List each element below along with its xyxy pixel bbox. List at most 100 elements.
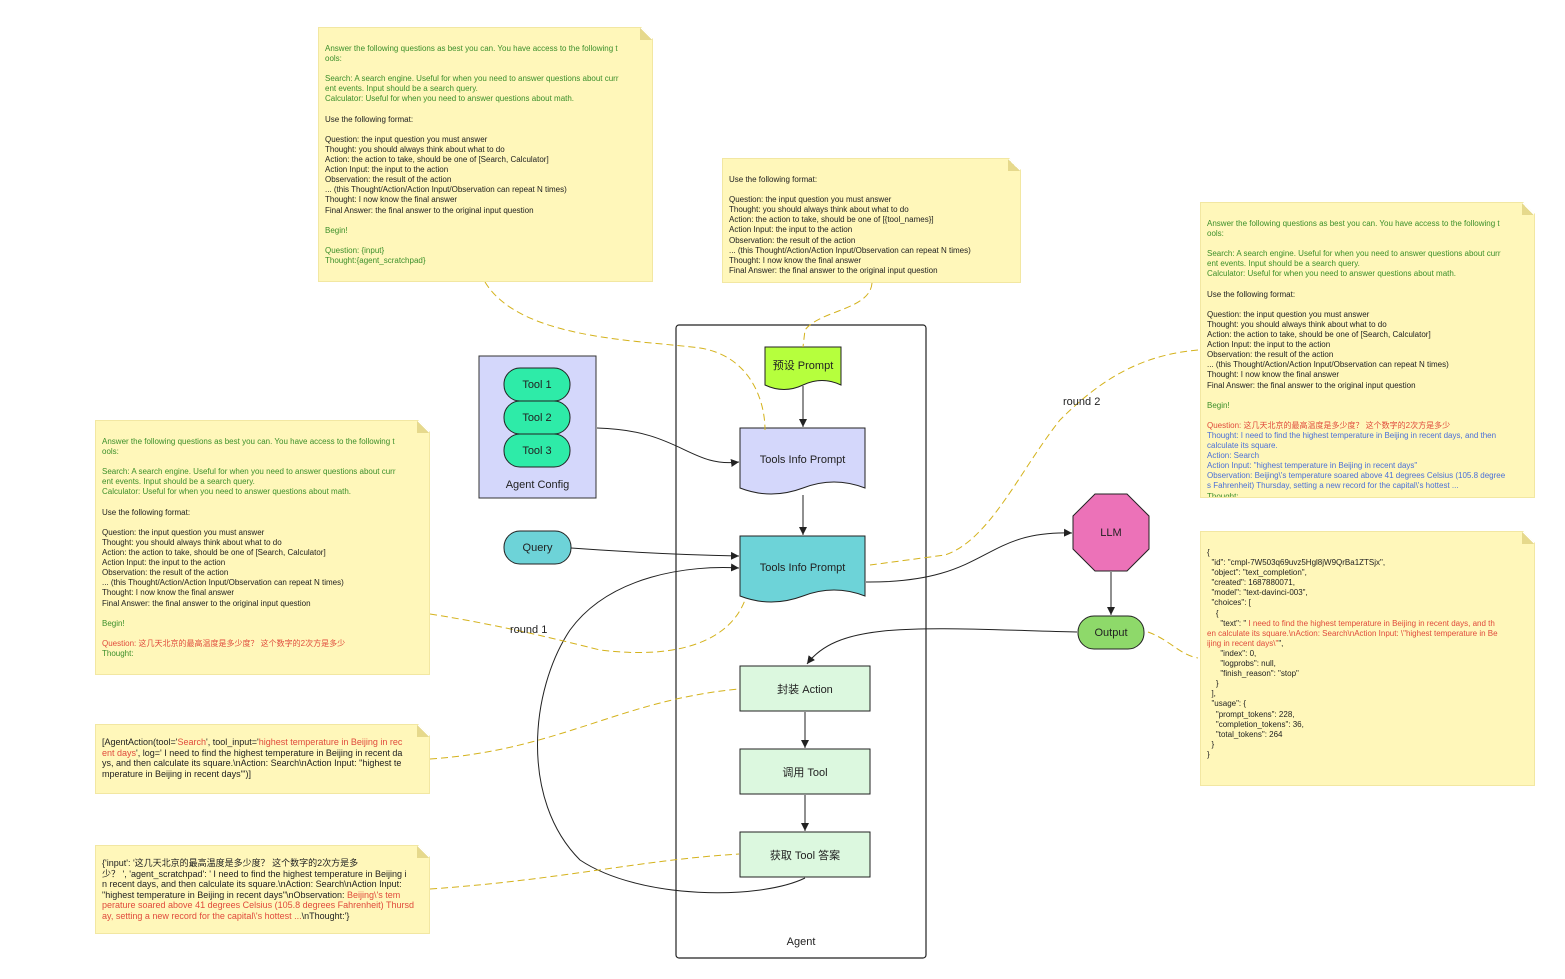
note-line: Thought:{agent_scratchpad}: [325, 255, 426, 265]
note-line: Thought:: [102, 648, 134, 658]
note-line: Question: the input question you must an…: [729, 195, 892, 205]
note-line: ools:: [102, 447, 119, 457]
tool2-label: Tool 2: [522, 411, 552, 424]
note-line: Thought: I now know the final answer: [1207, 370, 1340, 380]
note-line: Action Input: the input to the action: [1207, 340, 1331, 350]
llm-octagon: [1072, 493, 1150, 572]
note-line: "text": " I need to find the highest tem…: [1207, 619, 1526, 629]
note-line: Answer the following questions as best y…: [1207, 219, 1500, 228]
note-line: Use the following format:: [1207, 289, 1296, 299]
note-line: [325, 216, 644, 226]
note-line: "prompt_tokens": 228,: [1207, 709, 1295, 719]
note-line: {: [1207, 548, 1210, 557]
note-line: s Fahrenheit) Thursday, setting a new re…: [1207, 481, 1459, 491]
note-line: Observation: the result of the action: [1207, 350, 1334, 360]
output-label: Output: [1094, 626, 1128, 639]
note-line: Use the following format:: [729, 175, 818, 184]
note-segment: Beijing\'s tem: [347, 889, 401, 900]
connector-format-template: [802, 282, 873, 348]
agent-container-label: Agent: [786, 936, 816, 948]
call-tool-label: 调用 Tool: [782, 766, 828, 779]
preset-prompt-shape: [764, 346, 842, 390]
note-line: Begin!: [325, 225, 348, 235]
note-line: [325, 236, 644, 246]
note-line: Thought: you should always think about w…: [729, 205, 909, 215]
note-line: Thought: you should always think about w…: [102, 537, 282, 547]
note-line: Question: the input question you must an…: [325, 134, 488, 144]
note-line: Calculator: Useful for when you need to …: [102, 487, 352, 497]
note-line: ... (this Thought/Action/Action Input/Ob…: [729, 245, 971, 255]
output-pill: [1077, 615, 1145, 650]
note-line: perature soared above 41 degrees Celsius…: [102, 900, 415, 910]
note-line: n recent days, and then calculate its sq…: [102, 879, 402, 889]
note-line: "completion_tokens": 36,: [1207, 719, 1304, 729]
note-segment: I need to find the highest temperature i…: [1246, 618, 1495, 628]
note-line: [102, 629, 421, 639]
note-line: "created": 1687880071,: [1207, 578, 1295, 588]
note-line: Action Input: "highest temperature in Be…: [1207, 461, 1418, 471]
note-segment: "text": ": [1207, 618, 1247, 628]
note-line: Observation: the result of the action: [325, 175, 452, 185]
note-line: "id": "cmpl-7W503q69uvz5Hgl8jW9QrBa1ZTSj…: [1207, 558, 1386, 568]
connector-tool-answer: [429, 853, 740, 890]
note-line: Thought: I need to find the highest temp…: [1207, 430, 1497, 440]
note-line: "logprobs": null,: [1207, 659, 1276, 669]
note-line: Action: the action to take, should be on…: [1207, 330, 1431, 340]
tool3-pill: [503, 433, 571, 468]
preset-prompt-label: 预设 Prompt: [772, 360, 834, 372]
note-line: Use the following format:: [325, 114, 414, 124]
note-line: Thought:: [1207, 491, 1239, 498]
note-line: ... (this Thought/Action/Action Input/Ob…: [1207, 360, 1449, 370]
note-segment: ', log=' I need to find the highest temp…: [136, 747, 403, 758]
note-line: calculate its square.: [1207, 441, 1278, 451]
note-line: ent days', log=' I need to find the high…: [102, 748, 421, 759]
tools-info-prompt-2-label: Tools Info Prompt: [759, 562, 846, 574]
note-line: ... (this Thought/Action/Action Input/Ob…: [325, 185, 567, 195]
note-top-template: Answer the following questions as best y…: [318, 27, 653, 282]
query-pill: [503, 530, 572, 565]
note-line: }: [1207, 739, 1215, 749]
note-line: "usage": {: [1207, 699, 1247, 709]
connector-round1: [429, 599, 746, 653]
note-line: }: [1207, 749, 1210, 759]
note-line: Search: A search engine. Useful for when…: [1207, 249, 1501, 259]
connector-agent-action: [429, 688, 740, 760]
note-line: {'input': '这几天北京的最高温度是多少度？ 这个数字的2次方是多: [102, 858, 359, 868]
note-line: [1207, 391, 1526, 401]
note-line: Action Input: the input to the action: [102, 558, 226, 568]
note-agent-action: [AgentAction(tool='Search', tool_input='…: [95, 724, 430, 794]
arrow-loop-back: [537, 563, 806, 894]
note-format-template: Use the following format: Question: the i…: [722, 158, 1021, 283]
note-line: [102, 457, 421, 467]
call-tool-box: [739, 748, 871, 795]
note-line: "total_tokens": 264: [1207, 729, 1283, 739]
wrap-action-box: [739, 665, 871, 712]
tools-info-prompt-1-label: Tools Info Prompt: [759, 454, 846, 466]
note-line: Final Answer: the final answer to the or…: [1207, 380, 1416, 390]
arrow-tools-info-to-llm: [865, 528, 1073, 583]
note-line: Answer the following questions as best y…: [325, 44, 618, 53]
note-line: [1207, 300, 1526, 310]
note-round1-prompt: Answer the following questions as best y…: [95, 420, 430, 675]
note-line: Thought: you should always think about w…: [325, 144, 505, 154]
note-line: "object": "text_completion",: [1207, 568, 1307, 578]
note-line: en calculate its square.\nAction: Search…: [1207, 628, 1498, 638]
arrow-query-to-tools-info: [570, 547, 740, 560]
note-line: Begin!: [102, 618, 125, 628]
note-line: ent events. Input should be a search que…: [102, 477, 255, 487]
connector-round2: [869, 349, 1199, 566]
note-segment: ",: [1278, 638, 1284, 648]
note-line: Observation: the result of the action: [729, 235, 856, 245]
note-line: Action Input: the input to the action: [729, 225, 853, 235]
note-segment: ijing in recent days\": [1207, 638, 1279, 648]
note-line: [AgentAction(tool='Search', tool_input='…: [102, 737, 421, 748]
note-line: Action: the action to take, should be on…: [325, 155, 549, 165]
llm-label: LLM: [1100, 526, 1122, 539]
note-line: [102, 498, 421, 508]
note-line: "model": "text-davinci-003",: [1207, 588, 1308, 598]
note-line: [1207, 239, 1526, 249]
note-line: [729, 185, 1012, 195]
tool3-label: Tool 3: [522, 444, 552, 457]
agent-config-label: Agent Config: [505, 479, 570, 491]
